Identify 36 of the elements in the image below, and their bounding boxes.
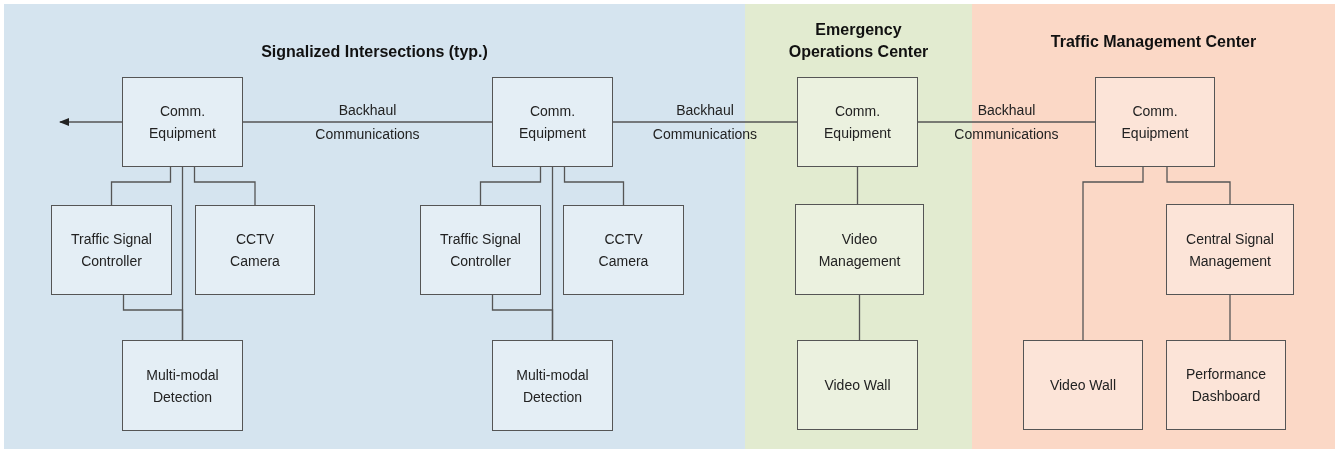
component-box: Comm. Equipment [492, 77, 613, 167]
edge-label: Backhaul Communications [314, 101, 421, 144]
region-heading: Emergency Operations Center [787, 20, 930, 62]
connector-line [917, 121, 1096, 123]
connector-line [563, 166, 625, 206]
connector-line [1082, 166, 1144, 341]
component-box: Multi-modal Detection [122, 340, 243, 431]
component-box: Performance Dashboard [1166, 340, 1286, 430]
connector-line [856, 166, 859, 205]
component-box: Central Signal Management [1166, 204, 1294, 295]
connector-line [1166, 166, 1231, 205]
arrow [58, 117, 123, 127]
component-box: Comm. Equipment [122, 77, 243, 167]
component-box: Video Management [795, 204, 924, 295]
edge-label: Backhaul Communications [953, 101, 1060, 144]
component-box: Multi-modal Detection [492, 340, 613, 431]
component-box: Comm. Equipment [797, 77, 918, 167]
connector-line [858, 294, 861, 341]
component-box: Traffic Signal Controller [51, 205, 172, 295]
connector-line [1229, 294, 1231, 341]
region-heading: Signalized Intersections (typ.) [260, 42, 489, 62]
component-box: CCTV Camera [195, 205, 315, 295]
edge-label: Backhaul Communications [651, 101, 759, 144]
region-heading: Traffic Management Center [1049, 32, 1258, 52]
component-box: Comm. Equipment [1095, 77, 1215, 167]
connector-line [612, 121, 798, 123]
connector-line [122, 294, 184, 341]
component-box: CCTV Camera [563, 205, 684, 295]
component-box: Video Wall [797, 340, 918, 430]
component-box: Traffic Signal Controller [420, 205, 541, 295]
connector-line [491, 294, 554, 341]
connector-line [479, 166, 542, 206]
connector-line [193, 166, 256, 206]
connector-line [110, 166, 172, 206]
component-box: Video Wall [1023, 340, 1143, 430]
connector-line [242, 121, 493, 123]
